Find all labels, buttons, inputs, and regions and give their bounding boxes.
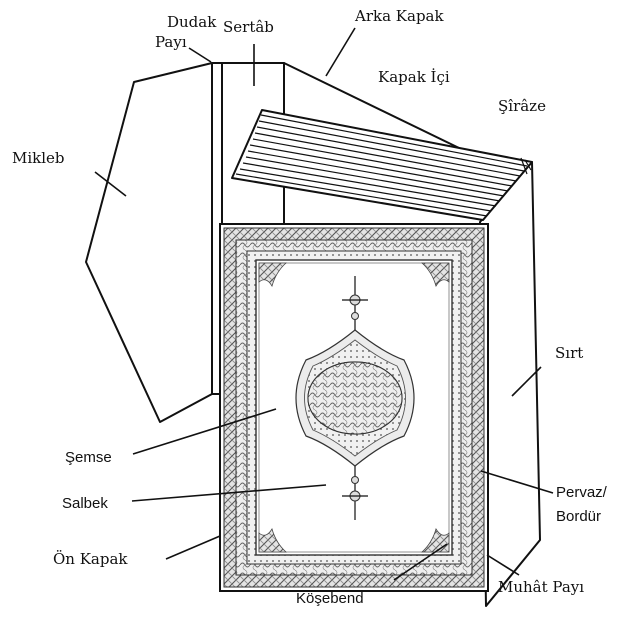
mikleb-flap: [86, 63, 212, 422]
label-arka-kapak: Arka Kapak: [354, 7, 444, 25]
label-kapak-ici: Kapak İçi: [378, 68, 450, 86]
label-kosebend: Köşebend: [296, 590, 364, 607]
label-dudak-payi-line1: Dudak: [167, 13, 217, 31]
label-pervaz-bordur-line1: Pervaz/: [556, 484, 608, 501]
label-pervaz-bordur-line2: Bordür: [556, 508, 601, 525]
label-semse: Şemse: [65, 449, 112, 466]
label-sirt: Sırt: [555, 344, 583, 362]
front-cover: [220, 224, 488, 591]
label-mikleb: Mikleb: [12, 149, 65, 167]
label-muhat-payi: Muhât Payı: [498, 578, 584, 596]
label-on-kapak: Ön Kapak: [53, 550, 128, 568]
label-dudak-payi-line2: Payı: [155, 33, 187, 51]
label-salbek: Salbek: [62, 495, 108, 512]
label-sertab: Sertâb: [223, 18, 274, 36]
label-sirase: Şîrâze: [498, 97, 546, 115]
